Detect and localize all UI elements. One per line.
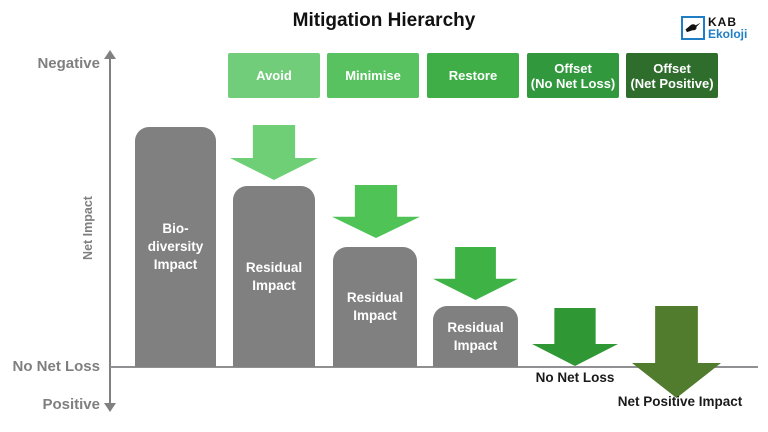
bar-residual-impact-2: Residual Impact [333, 247, 417, 367]
stage-sublabel: (No Net Loss) [530, 75, 616, 91]
bar-biodiversity-impact: Bio- diversity Impact [135, 127, 216, 367]
axis-label-positive: Positive [42, 396, 100, 413]
axis-arrow-up-icon [104, 50, 116, 59]
stage-box-offset-net-positive: Offset (Net Positive) [626, 53, 718, 98]
axis-label-negative: Negative [37, 55, 100, 72]
stage-box-minimise: Minimise [327, 53, 419, 98]
logo-frame [681, 16, 705, 40]
annotation-net-positive-impact: Net Positive Impact [617, 394, 743, 409]
bird-icon [685, 22, 701, 33]
bar-label-line: Residual [447, 319, 504, 335]
down-arrow-minimise-icon [332, 185, 420, 238]
kab-ekoloji-logo: KAB Ekoloji [681, 16, 747, 40]
bar-label-line: Residual [245, 259, 303, 275]
bar-label-line: Bio- [162, 221, 189, 236]
bar-label-line: Impact [453, 337, 498, 353]
logo-name: KAB [708, 15, 737, 29]
no-net-loss-baseline [110, 366, 758, 368]
stage-label: Restore [448, 68, 498, 83]
page-title: Mitigation Hierarchy [292, 10, 476, 31]
bar-residual-impact-3: Residual Impact [433, 306, 518, 367]
bar-label-line: Impact [252, 277, 296, 293]
stage-label: Avoid [256, 68, 292, 83]
axis-arrow-down-icon [104, 403, 116, 412]
bar-label-line: diversity [147, 239, 204, 254]
down-arrow-offset-net-positive-icon [632, 306, 721, 398]
logo-text: KAB Ekoloji [708, 16, 747, 40]
stage-box-offset-no-net-loss: Offset (No Net Loss) [527, 53, 619, 98]
axis-label-no-net-loss: No Net Loss [12, 358, 100, 375]
annotation-no-net-loss: No Net Loss [535, 370, 615, 385]
stage-box-avoid: Avoid [228, 53, 320, 98]
bar-residual-impact-1: Residual Impact [233, 186, 315, 367]
y-axis-line [109, 57, 111, 403]
down-arrow-restore-icon [433, 247, 518, 300]
bar-label-line: Impact [153, 257, 198, 272]
logo-subname: Ekoloji [708, 27, 748, 41]
bar-label-line: Residual [346, 290, 404, 305]
bar-label-line: Impact [353, 308, 397, 323]
stage-label: Minimise [345, 68, 401, 83]
stage-label: Offset [653, 60, 691, 76]
axis-label-net-impact: Net Impact [81, 196, 95, 260]
stage-label: Offset [554, 60, 592, 76]
stage-box-restore: Restore [427, 53, 519, 98]
stage-sublabel: (Net Positive) [630, 75, 714, 91]
down-arrow-avoid-icon [230, 125, 318, 180]
down-arrow-offset-no-net-loss-icon [532, 308, 618, 366]
